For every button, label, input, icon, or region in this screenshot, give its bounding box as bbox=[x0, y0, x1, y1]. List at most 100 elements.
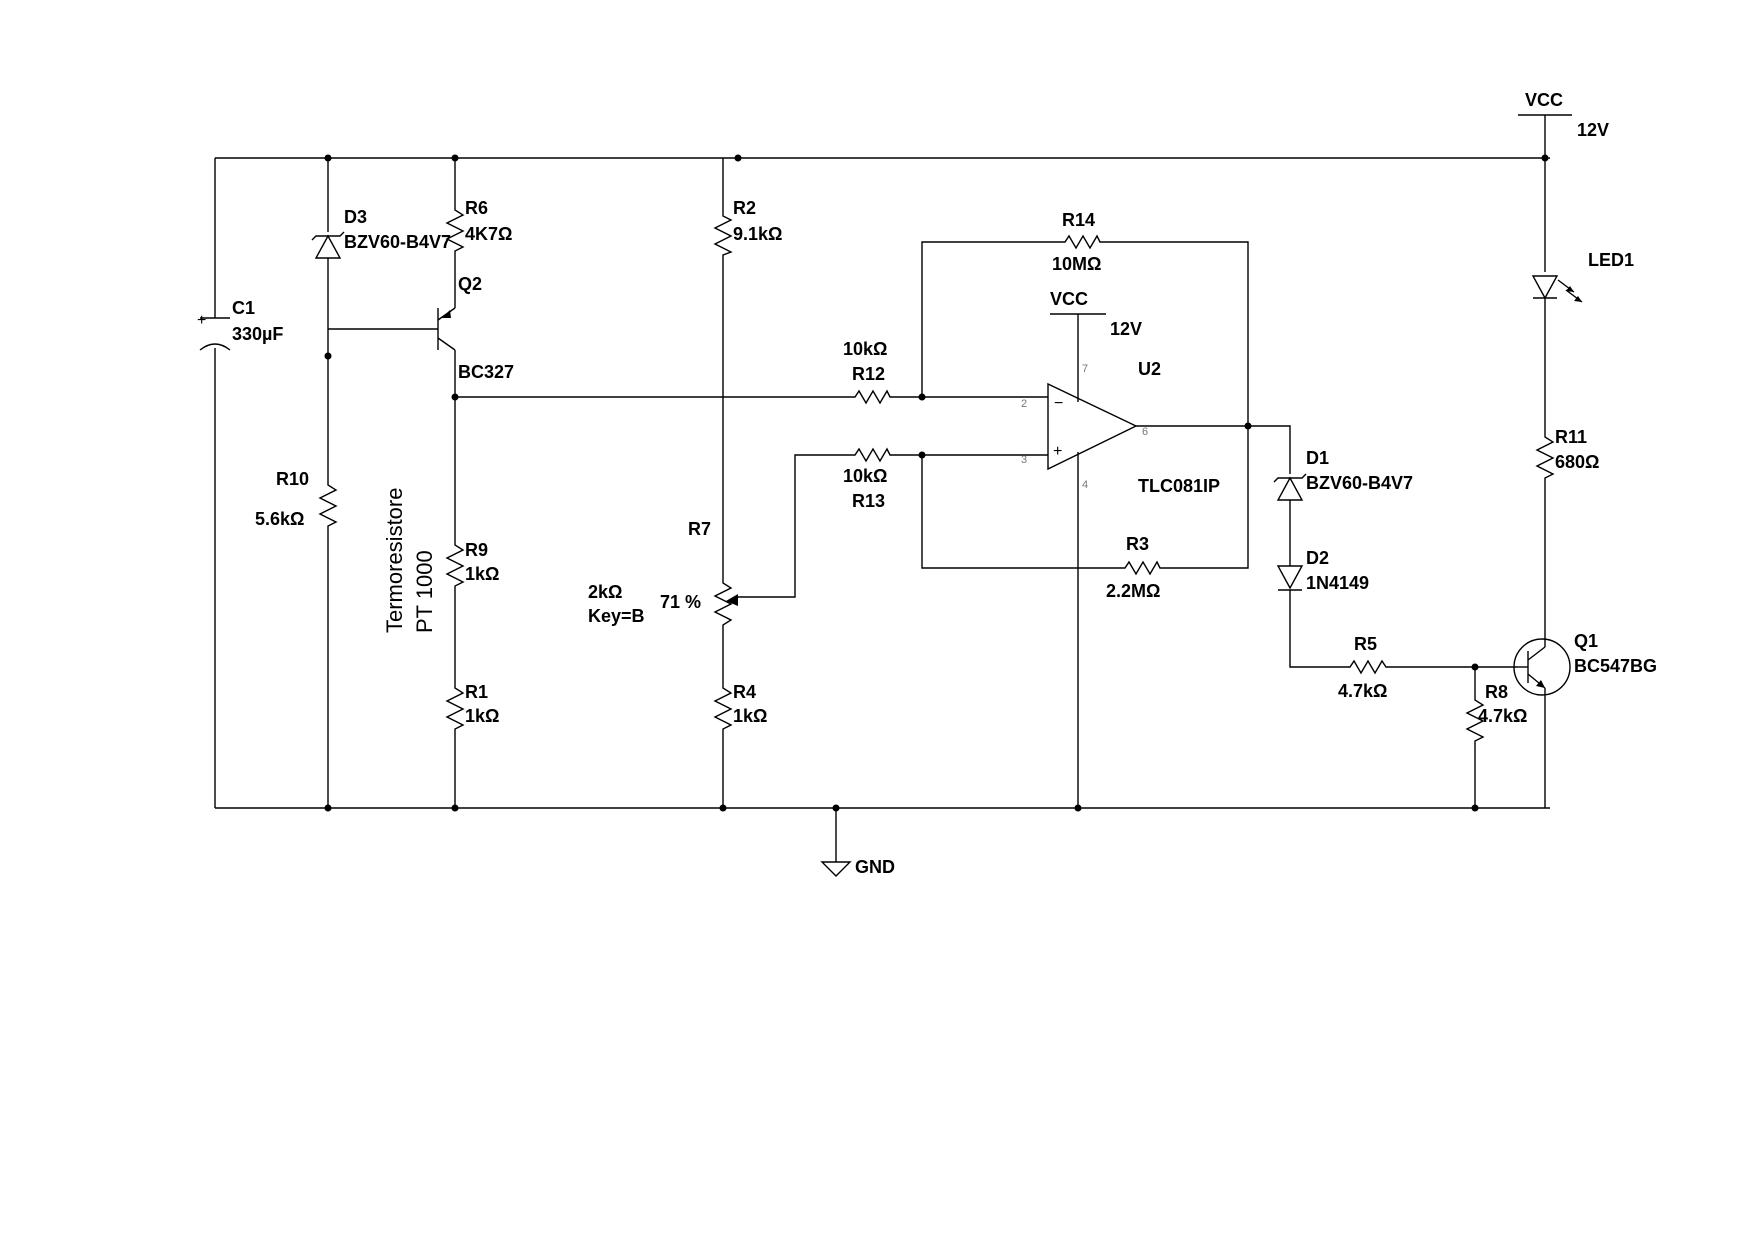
potentiometer-r7: R7 2kΩ Key=B 71 % bbox=[588, 519, 738, 630]
resistor-r5: R5 4.7kΩ bbox=[1338, 634, 1390, 701]
r1-ref: R1 bbox=[465, 682, 488, 702]
d3-value: BZV60-B4V7 bbox=[344, 232, 451, 252]
r10-value: 5.6kΩ bbox=[255, 509, 304, 529]
thermoresistor-label: Termoresistore PT 1000 bbox=[382, 488, 437, 633]
r6-ref: R6 bbox=[465, 198, 488, 218]
resistor-r9: R9 1kΩ bbox=[445, 540, 499, 590]
capacitor-c1: + C1 330µF bbox=[197, 298, 283, 351]
junction-dot bbox=[832, 804, 840, 812]
junction-dot bbox=[451, 154, 459, 162]
wire-out-d1 bbox=[1248, 425, 1291, 474]
vcc-label: VCC bbox=[1525, 90, 1563, 110]
junction-dot bbox=[1244, 422, 1252, 430]
pin-vminus: 4 bbox=[1082, 479, 1088, 491]
resistor-r8: R8 4.7kΩ bbox=[1465, 682, 1527, 745]
diode-d2: D2 1N4149 bbox=[1276, 548, 1369, 593]
r11-ref: R11 bbox=[1555, 427, 1587, 447]
r13-value: 10kΩ bbox=[843, 466, 887, 486]
resistor-r4: R4 1kΩ bbox=[713, 682, 767, 733]
opamp-u2: − + 2 3 6 7 4 VCC 12V U2 TLC081IP bbox=[1021, 289, 1220, 496]
r7-value: 2kΩ bbox=[588, 582, 622, 602]
junction-dot bbox=[1541, 154, 1549, 162]
c1-ref: C1 bbox=[232, 298, 255, 318]
resistor-r10: R10 5.6kΩ bbox=[255, 469, 338, 530]
zener-diode-d3: D3 BZV60-B4V7 bbox=[311, 207, 451, 259]
q2-value: BC327 bbox=[458, 362, 514, 382]
q1-value: BC547BG bbox=[1574, 656, 1657, 676]
r7-ref: R7 bbox=[688, 519, 711, 539]
pin-vplus: 7 bbox=[1082, 363, 1088, 375]
r10-ref: R10 bbox=[276, 469, 309, 489]
junction-dot bbox=[734, 154, 742, 162]
wire-r14-left bbox=[921, 241, 1060, 397]
wire-wiper-r13 bbox=[738, 454, 850, 598]
q2-ref: Q2 bbox=[458, 274, 482, 294]
wire-r14-right bbox=[1103, 241, 1249, 426]
zener-diode-d1: D1 BZV60-B4V7 bbox=[1273, 448, 1413, 501]
junction-dot bbox=[1471, 663, 1479, 671]
r13-ref: R13 bbox=[852, 491, 885, 511]
junction-dot bbox=[1471, 804, 1479, 812]
d1-value: BZV60-B4V7 bbox=[1306, 473, 1413, 493]
u2-value: TLC081IP bbox=[1138, 476, 1220, 496]
junction-dot bbox=[1074, 804, 1082, 812]
pin-noninv: 3 bbox=[1021, 454, 1027, 466]
resistor-r1: R1 1kΩ bbox=[445, 682, 499, 733]
r8-value: 4.7kΩ bbox=[1478, 706, 1527, 726]
pin-out: 6 bbox=[1142, 426, 1148, 438]
r12-ref: R12 bbox=[852, 364, 885, 384]
resistor-r11: R11 680Ω bbox=[1535, 427, 1599, 482]
r9-value: 1kΩ bbox=[465, 564, 499, 584]
junction-dot bbox=[324, 352, 332, 360]
pt-line1: Termoresistore bbox=[382, 488, 407, 633]
opamp-noninv-sign: + bbox=[1053, 443, 1062, 460]
junction-dot bbox=[451, 393, 459, 401]
junction-dot bbox=[324, 804, 332, 812]
r14-ref: R14 bbox=[1062, 210, 1095, 230]
junction-dot bbox=[918, 393, 926, 401]
r7-key: Key=B bbox=[588, 606, 645, 626]
junction-dot bbox=[719, 804, 727, 812]
r2-ref: R2 bbox=[733, 198, 756, 218]
gnd-label: GND bbox=[855, 857, 895, 877]
wires bbox=[214, 115, 1550, 862]
c1-value: 330µF bbox=[232, 324, 283, 344]
resistor-r3: R3 2.2MΩ bbox=[1106, 534, 1163, 601]
vcc-symbol-main: VCC 12V bbox=[1518, 90, 1609, 140]
r11-value: 680Ω bbox=[1555, 452, 1599, 472]
wire-r3-right bbox=[1163, 426, 1249, 569]
opamp-triangle bbox=[1047, 382, 1138, 471]
d2-ref: D2 bbox=[1306, 548, 1329, 568]
wire-r3-left bbox=[921, 455, 1120, 569]
d2-value: 1N4149 bbox=[1306, 573, 1369, 593]
r5-ref: R5 bbox=[1354, 634, 1377, 654]
capacitor-polarity-plus: + bbox=[197, 312, 206, 329]
r14-value: 10MΩ bbox=[1052, 254, 1101, 274]
pin-inv: 2 bbox=[1021, 398, 1027, 410]
d1-ref: D1 bbox=[1306, 448, 1329, 468]
opamp-vcc-value: 12V bbox=[1110, 319, 1142, 339]
junction-dot bbox=[451, 804, 459, 812]
pt-line2: PT 1000 bbox=[412, 550, 437, 633]
resistor-r6: R6 4K7Ω bbox=[445, 198, 512, 255]
r7-percent: 71 % bbox=[660, 592, 701, 612]
wiper-arrow bbox=[726, 594, 738, 606]
q1-ref: Q1 bbox=[1574, 631, 1598, 651]
wire-d2-r5 bbox=[1289, 590, 1345, 668]
u2-ref: U2 bbox=[1138, 359, 1161, 379]
resistor-r12: 10kΩ R12 bbox=[843, 339, 893, 405]
led-led1: LED1 bbox=[1531, 250, 1634, 303]
r3-ref: R3 bbox=[1126, 534, 1149, 554]
d3-ref: D3 bbox=[344, 207, 367, 227]
vcc-value: 12V bbox=[1577, 120, 1609, 140]
q1-body bbox=[1513, 638, 1571, 696]
ground-symbol: GND bbox=[820, 857, 895, 877]
opamp-inv-sign: − bbox=[1054, 395, 1063, 412]
opamp-vcc-label: VCC bbox=[1050, 289, 1088, 309]
r4-ref: R4 bbox=[733, 682, 756, 702]
junction-dot bbox=[324, 154, 332, 162]
r8-ref: R8 bbox=[1485, 682, 1508, 702]
transistor-q1: Q1 BC547BG bbox=[1513, 631, 1657, 696]
r12-value: 10kΩ bbox=[843, 339, 887, 359]
